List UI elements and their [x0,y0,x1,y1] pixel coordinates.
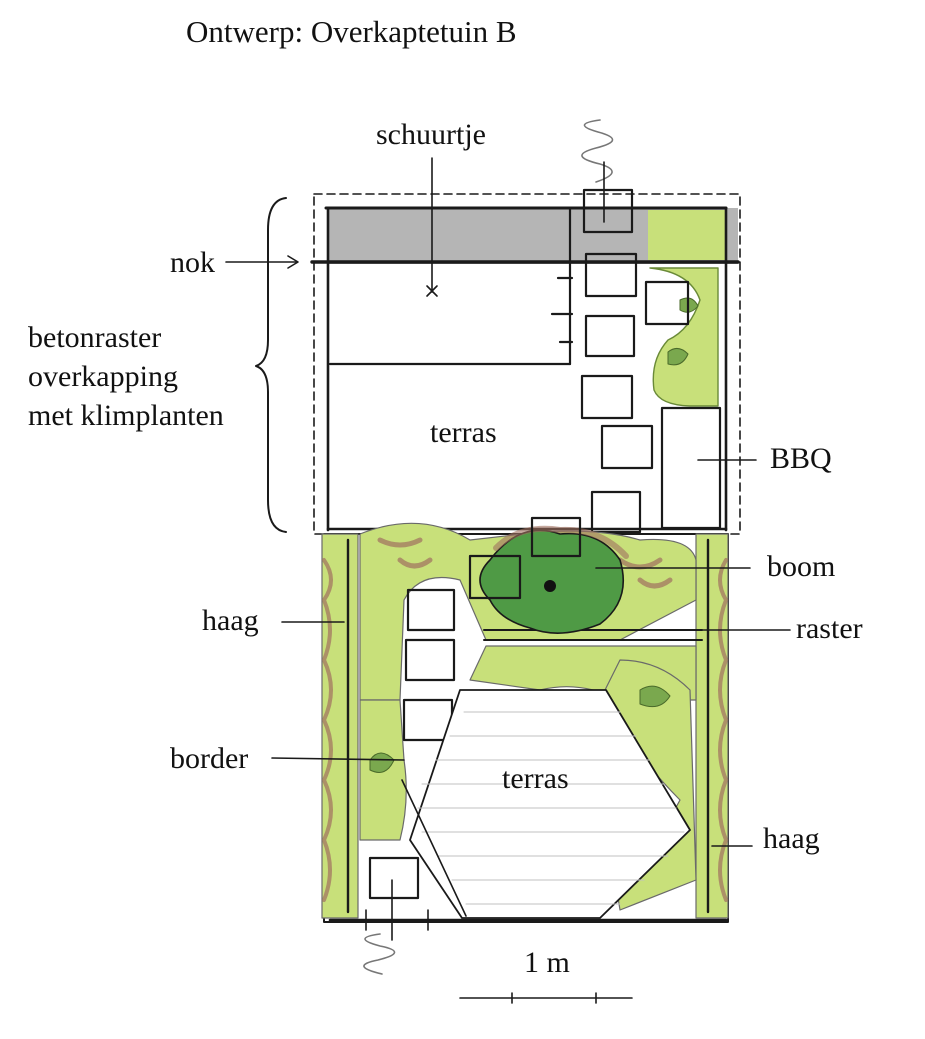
label-hedge-left: haag [202,604,259,637]
label-hedge-right: haag [763,822,820,855]
scribble-top [581,119,614,183]
pergola-planting [649,267,719,407]
label-terrace-lower: terras [502,762,569,795]
label-terrace-upper: terras [430,416,497,449]
bbq-unit [660,406,722,530]
label-scale: 1 m [524,946,570,979]
pergola-brace [255,197,287,533]
label-border: border [170,742,249,775]
tree-trunk [544,580,556,592]
label-pergola: betonraster overkapping met klimplanten [28,321,224,432]
drawing-title: Ontwerp: Overkaptetuin B [186,14,517,49]
label-tree: boom [767,550,836,583]
label-ridge: nok [170,246,215,279]
terrace-lower [409,689,691,919]
label-shed: schuurtje [376,118,486,151]
shed-roof-green [648,210,726,260]
label-trellis: raster [796,612,863,645]
scribble-bottom [363,933,396,975]
label-bbq: BBQ [770,442,832,475]
